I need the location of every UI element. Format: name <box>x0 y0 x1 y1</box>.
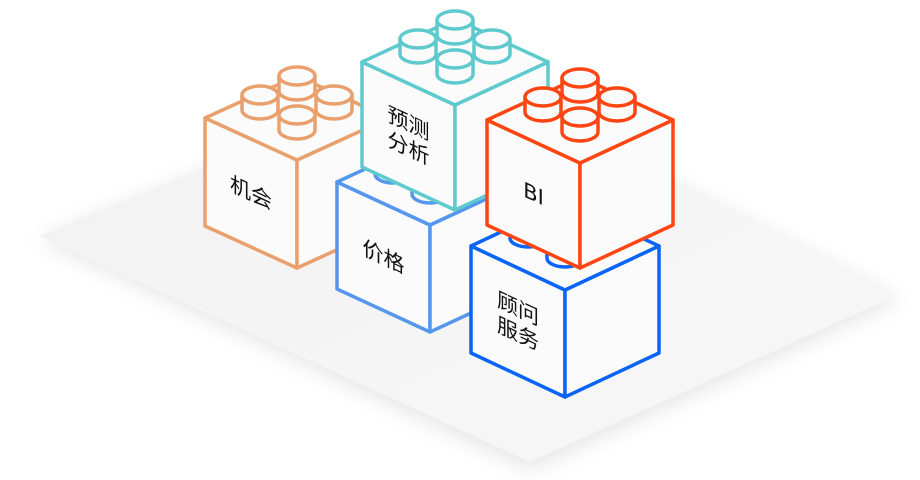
stud <box>277 65 317 102</box>
stud <box>523 86 563 123</box>
block-label: BI <box>523 177 544 211</box>
stud <box>398 28 438 65</box>
stud <box>435 48 475 85</box>
stud <box>314 84 354 121</box>
stud <box>560 106 600 143</box>
block-bi: BI <box>485 67 675 270</box>
stud <box>240 84 280 121</box>
stud <box>435 9 475 46</box>
stud <box>277 104 317 141</box>
stud <box>597 86 637 123</box>
stud <box>560 67 600 104</box>
stud <box>472 28 512 65</box>
